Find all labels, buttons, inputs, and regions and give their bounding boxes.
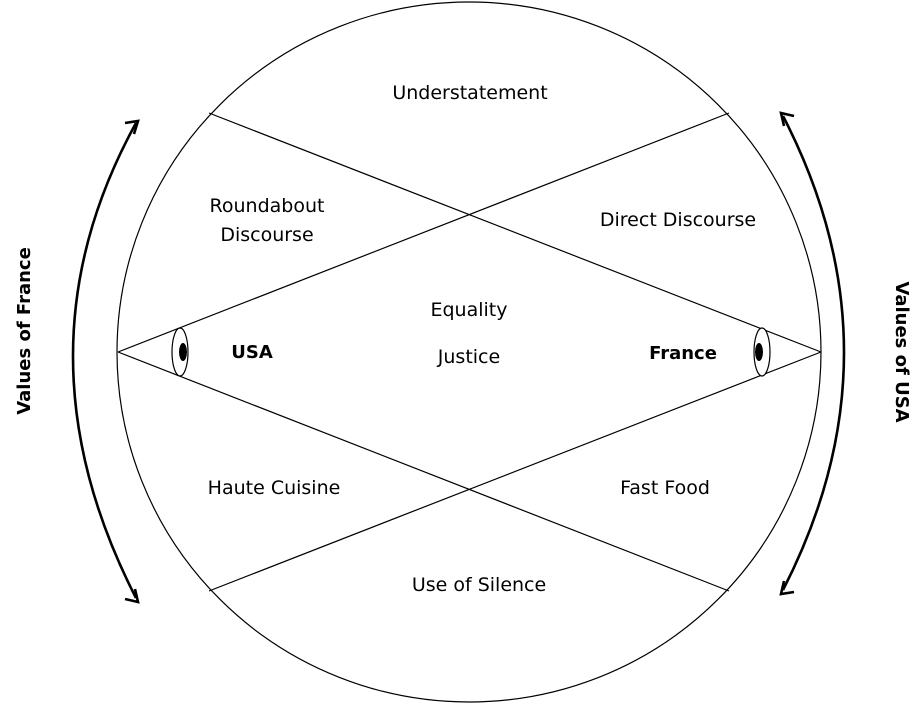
viewpoint-label-france: France [649, 343, 717, 364]
side-label-left: Values of France [14, 247, 35, 415]
viewpoint-label-usa: USA [231, 342, 273, 363]
line-left-to-topright [117, 112, 730, 353]
label-top: Understatement [392, 82, 547, 104]
label-lower-left: Haute Cuisine [208, 477, 341, 499]
eye-icon-right [753, 327, 771, 377]
line-bottomleft-to-right [208, 351, 822, 592]
double-arrow-left [71, 119, 140, 604]
label-center-line1: Equality [430, 299, 507, 321]
label-center-line2: Justice [437, 346, 500, 368]
label-lower-right: Fast Food [620, 477, 710, 499]
line-topleft-to-right [208, 112, 822, 353]
eye-icon-left [171, 327, 189, 377]
label-upper-left-line2: Discourse [220, 224, 313, 246]
double-arrow-right [779, 111, 846, 596]
label-upper-left-line1: Roundabout [210, 195, 325, 217]
label-upper-right: Direct Discourse [600, 209, 756, 231]
side-label-right: Values of USA [891, 281, 912, 422]
label-bottom: Use of Silence [412, 574, 546, 596]
line-left-to-bottomright [117, 351, 730, 592]
